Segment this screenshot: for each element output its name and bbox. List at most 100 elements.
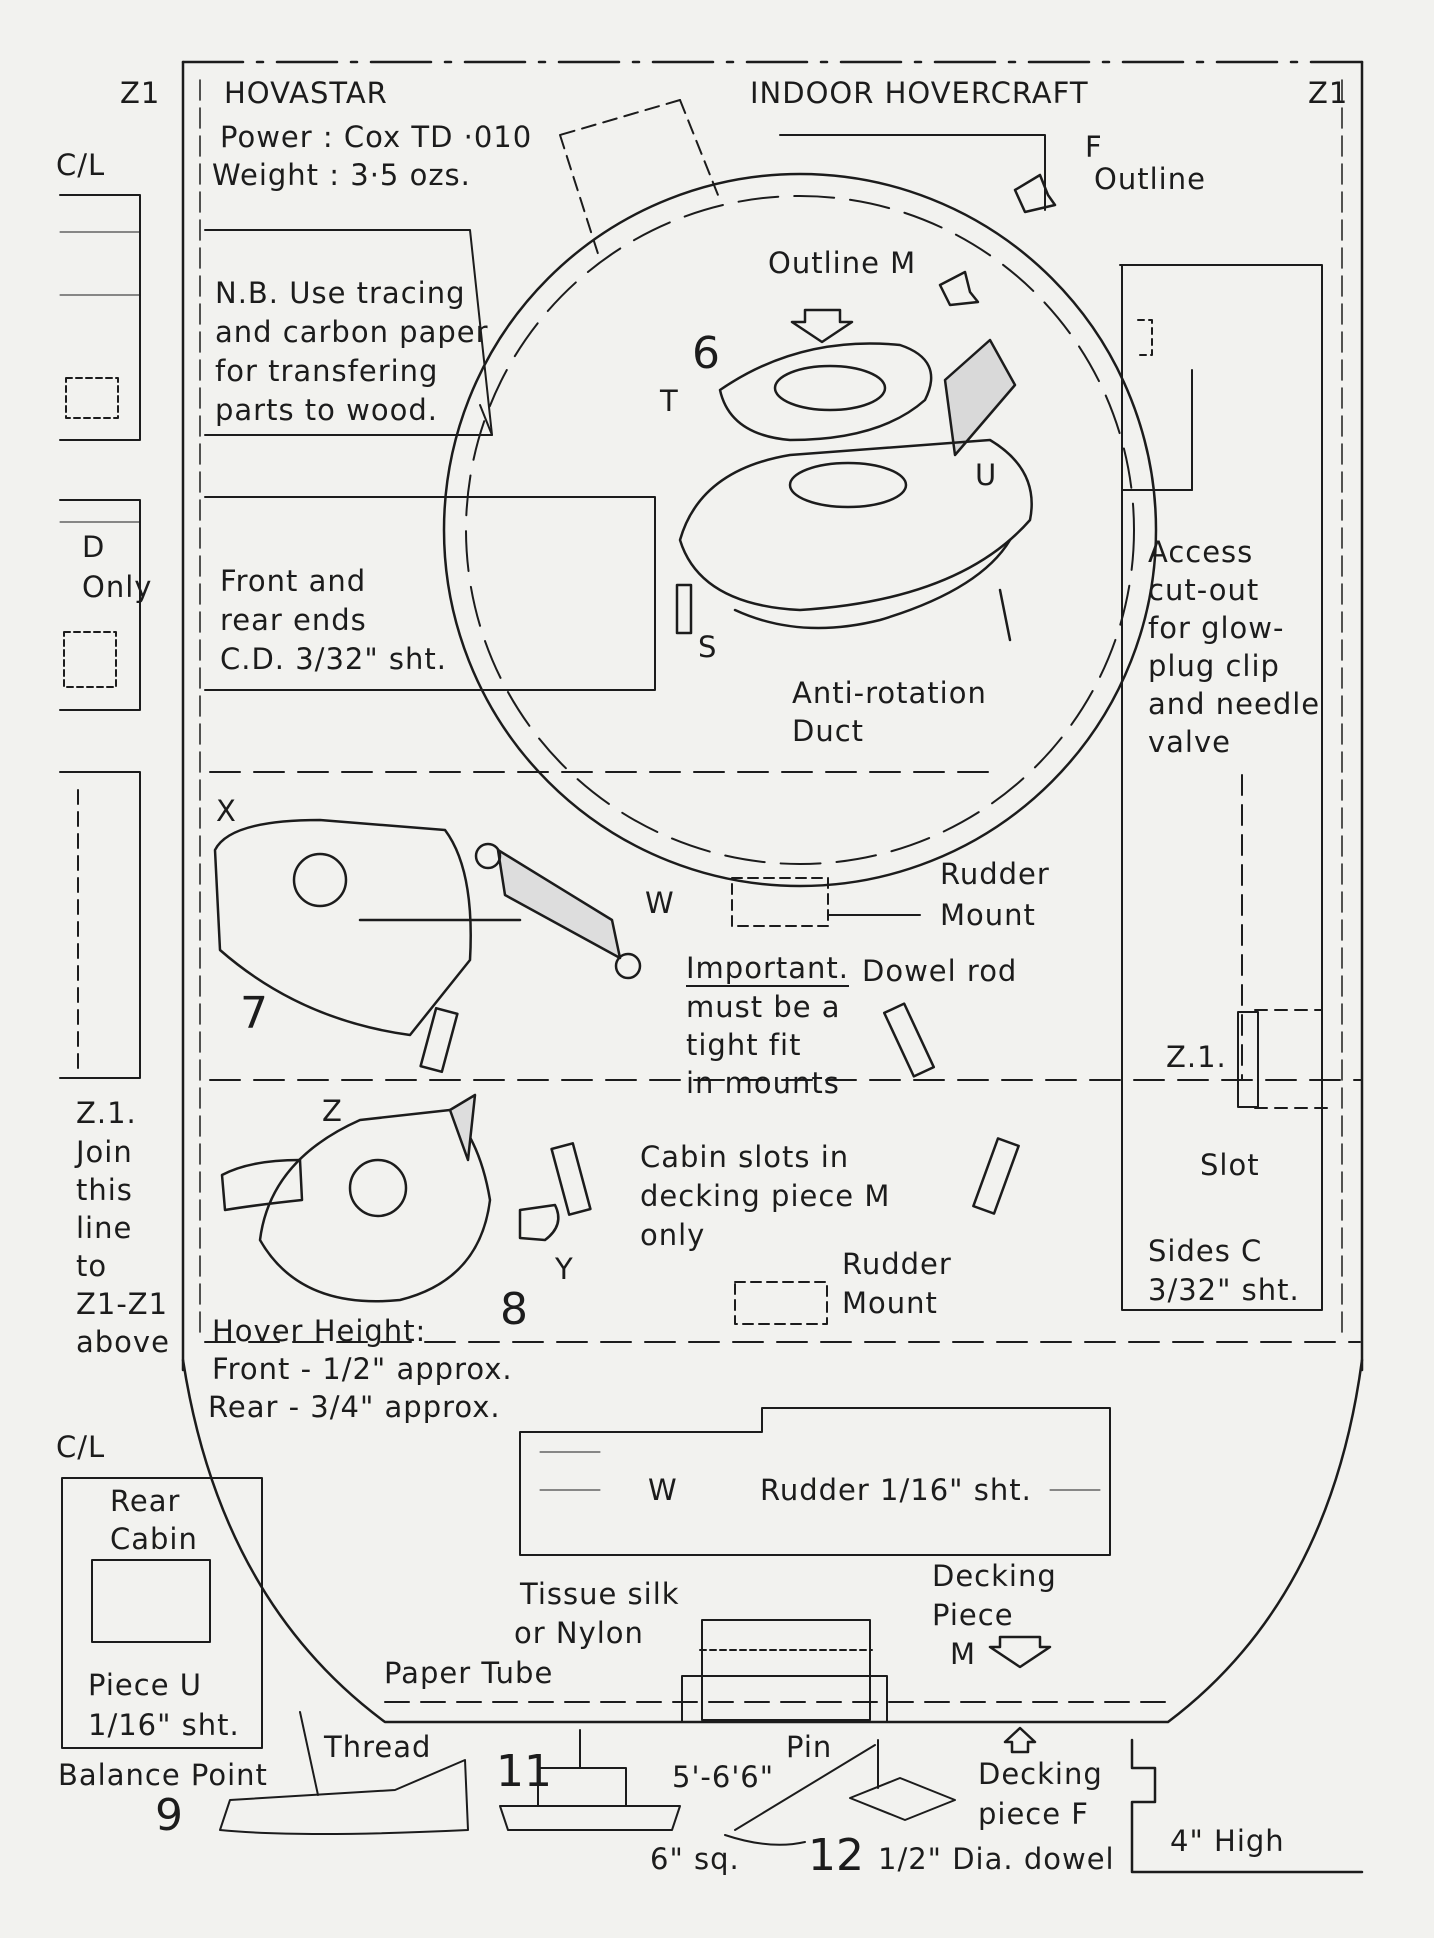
front-rear-line-1: Front and: [220, 564, 367, 598]
figure-8: 8: [500, 1284, 528, 1335]
decking-m-line-1: Decking: [932, 1559, 1057, 1593]
join-line-3: this: [76, 1173, 133, 1207]
cabin-slots-line-1: Cabin slots in: [640, 1140, 850, 1174]
label-slot: Slot: [1200, 1148, 1260, 1182]
left-strips: [59, 194, 141, 1079]
piece-u-line-2: 1/16" sht.: [88, 1708, 240, 1742]
label-outline-m: Outline M: [768, 246, 917, 280]
thread-label: Thread: [324, 1730, 432, 1764]
centerline-top: C/L: [56, 148, 106, 182]
join-line-7: above: [76, 1325, 170, 1359]
rudder-mount-top-line-1: Rudder: [940, 857, 1050, 891]
rudder-mount-bottom: [734, 1281, 828, 1325]
sides-line-1: Sides C: [1148, 1234, 1263, 1268]
hover-height-line-2: Front - 1/2" approx.: [212, 1352, 513, 1386]
important-line-3: tight fit: [686, 1028, 802, 1062]
rudder-w-letter: W: [648, 1473, 678, 1507]
join-line-1: Z.1.: [76, 1096, 137, 1130]
fig9-sketch: [219, 1711, 469, 1835]
figure-7: 7: [240, 988, 268, 1039]
note-line-2: and carbon paper: [215, 315, 489, 349]
rudder-mount-bottom-line-1: Rudder: [842, 1247, 952, 1281]
access-line-5: and needle: [1148, 687, 1321, 721]
access-line-3: for glow-: [1148, 611, 1285, 645]
paper-tube-label: Paper Tube: [384, 1656, 554, 1690]
join-line-5: to: [76, 1249, 108, 1283]
circle-outline: [442, 172, 1158, 888]
sides-line-2: 3/32" sht.: [1148, 1273, 1300, 1307]
direction-arrows: [790, 173, 1057, 1754]
figure-9: 9: [155, 1790, 183, 1841]
access-line-4: plug clip: [1148, 649, 1280, 683]
hover-height-line-1: Hover Height:: [212, 1314, 427, 1348]
label-x: X: [216, 794, 237, 828]
decking-m-line-3: M: [950, 1637, 977, 1671]
tissue-line-2: or Nylon: [514, 1616, 644, 1650]
rear-cabin-line-1: Rear: [110, 1484, 181, 1518]
access-line-6: valve: [1148, 725, 1231, 759]
access-line-1: Access: [1148, 535, 1254, 569]
fig6-sketch: [675, 338, 1033, 642]
four-inch-high-label: 4" High: [1170, 1824, 1285, 1858]
power-spec: Power : Cox TD ·010: [220, 120, 533, 154]
anti-rotation-line-1: Anti-rotation: [792, 676, 987, 710]
front-rear-line-3: C.D. 3/32" sht.: [220, 642, 447, 676]
label-w: W: [645, 886, 675, 920]
tissue-line-1: Tissue silk: [520, 1577, 680, 1611]
weight-spec: Weight : 3·5 ozs.: [212, 158, 471, 192]
join-line-6: Z1-Z1: [76, 1287, 169, 1321]
figure-6: 6: [692, 328, 720, 379]
rear-cabin-part: [61, 1477, 263, 1749]
dowel-rod-label: Dowel rod: [862, 954, 1018, 988]
figure-11: 11: [496, 1746, 552, 1797]
label-s: S: [698, 630, 718, 664]
decking-m-line-2: Piece: [932, 1598, 1014, 1632]
front-rear-line-2: rear ends: [220, 603, 367, 637]
important-line-2: must be a: [686, 990, 841, 1024]
fig7-sketch: [213, 818, 936, 1078]
label-f: F: [1085, 130, 1103, 164]
label-d-only: Only: [82, 570, 153, 604]
cabin-slots-line-2: decking piece M: [640, 1179, 891, 1213]
dowel-label: 1/2" Dia. dowel: [878, 1842, 1115, 1876]
note-line-4: parts to wood.: [215, 393, 438, 427]
sq-label: 6" sq.: [650, 1842, 740, 1876]
important-line-4: in mounts: [686, 1066, 840, 1100]
rudder-sheet-label: Rudder 1/16" sht.: [760, 1473, 1032, 1507]
balance-point-label: Balance Point: [58, 1758, 268, 1792]
rudder-mount-top: [731, 877, 829, 927]
figure-12: 12: [808, 1830, 864, 1881]
marker-z1-left: Z1: [120, 76, 161, 110]
important-line-1: Important.: [686, 951, 849, 987]
label-t: T: [660, 384, 679, 418]
decking-f-line-2: piece F: [978, 1797, 1089, 1831]
fig11-12-sketch: [499, 1729, 956, 1846]
pin-label: Pin: [786, 1730, 833, 1764]
model-name: HOVASTAR: [224, 76, 388, 110]
decking-f-part: [1130, 1738, 1364, 1874]
sheet-heading: INDOOR HOVERCRAFT: [750, 76, 1089, 110]
anti-rotation-line-2: Duct: [792, 714, 865, 748]
label-z: Z: [322, 1094, 343, 1128]
join-line-4: line: [76, 1211, 133, 1245]
marker-z1-right: Z1: [1308, 76, 1349, 110]
note-line-1: N.B. Use tracing: [215, 276, 466, 310]
length-label: 5'-6'6": [672, 1760, 775, 1794]
hull-outline: [181, 60, 1364, 1724]
rear-cabin-line-2: Cabin: [110, 1522, 198, 1556]
piece-u-line-1: Piece U: [88, 1668, 202, 1702]
fig8-sketch: [220, 1093, 1020, 1303]
access-line-2: cut-out: [1148, 573, 1260, 607]
label-d: D: [82, 530, 106, 564]
note-line-3: for transfering: [215, 354, 439, 388]
rudder-mount-bottom-line-2: Mount: [842, 1286, 938, 1320]
rudder-mount-top-line-2: Mount: [940, 898, 1036, 932]
label-y: Y: [555, 1252, 574, 1286]
decking-f-line-1: Decking: [978, 1757, 1103, 1791]
label-z1-right: Z.1.: [1166, 1040, 1227, 1074]
fan-assembly: [384, 1619, 1169, 1723]
cabin-slots-line-3: only: [640, 1218, 706, 1252]
label-outline: Outline: [1094, 162, 1206, 196]
join-line-2: Join: [76, 1135, 133, 1169]
